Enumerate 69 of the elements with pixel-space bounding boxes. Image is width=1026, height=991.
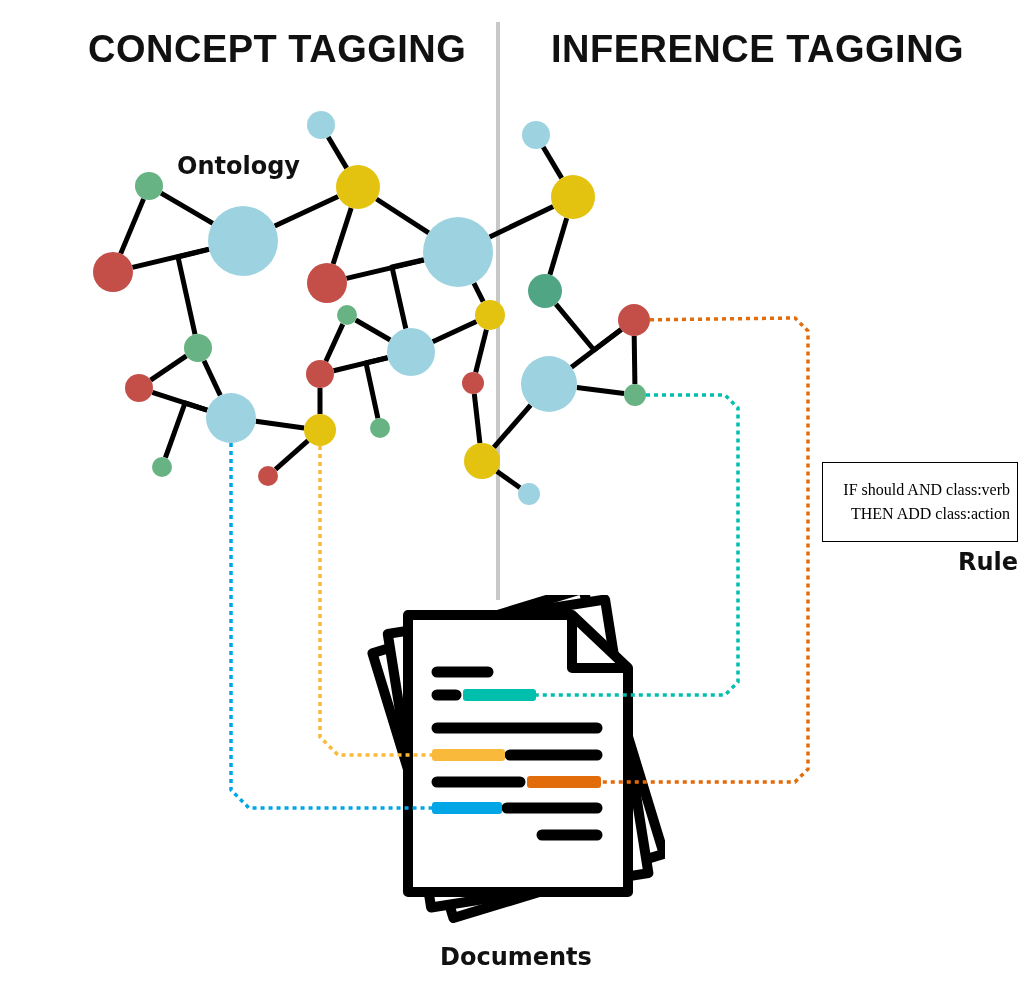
network-node [518, 483, 540, 505]
network-node [306, 360, 334, 388]
connector-line [201, 359, 223, 397]
highlight-bar [527, 776, 601, 788]
connector-line [473, 329, 489, 373]
dotted-connector [318, 446, 432, 757]
network-node [370, 418, 390, 438]
connector-line [631, 335, 638, 385]
network-node [184, 334, 212, 362]
connector-line [576, 385, 625, 397]
highlight-bar [432, 749, 505, 761]
connector-line [488, 204, 555, 240]
network-node [464, 443, 500, 479]
connector-line [491, 403, 533, 450]
dotted-connector [601, 316, 810, 784]
network-node [462, 372, 484, 394]
dotted-connector [229, 443, 432, 810]
network-node [307, 111, 335, 139]
network-node [475, 300, 505, 330]
highlight-bar [432, 802, 502, 814]
node-label: Rule [958, 548, 1019, 576]
connector-line [363, 355, 389, 419]
node-label: Documents [440, 943, 592, 971]
network-node [551, 175, 595, 219]
network-node [336, 165, 380, 209]
connector-line [354, 317, 392, 343]
network-node [125, 374, 153, 402]
network-node [304, 414, 336, 446]
connector-line [471, 393, 483, 444]
connector-line [118, 197, 146, 255]
connector-line [326, 135, 349, 170]
dotted-connector [536, 393, 740, 697]
ontology-label: Ontology [177, 152, 300, 180]
heading: CONCEPT TAGGING [88, 28, 467, 71]
network-node [528, 274, 562, 308]
connector-line [330, 207, 354, 265]
network-node [624, 384, 646, 406]
network-node [522, 121, 550, 149]
connector-line [323, 323, 346, 363]
rule-text: IF should AND class:verb THEN ADD class:action [842, 480, 1010, 524]
network-node [258, 466, 278, 486]
connector-line [495, 469, 522, 490]
network-node [423, 217, 493, 287]
connector-line [159, 190, 215, 226]
connector-line [541, 145, 564, 180]
network-node [206, 393, 256, 443]
connector-line [389, 257, 425, 330]
connector-line [569, 327, 623, 370]
connector-line [163, 400, 208, 459]
network-node [135, 172, 163, 200]
connector-line [273, 194, 340, 229]
heading: INFERENCE TAGGING [551, 28, 965, 71]
connector-line [255, 418, 305, 431]
network-node [521, 356, 577, 412]
network-node [337, 305, 357, 325]
network-node [152, 457, 172, 477]
network-node [387, 328, 435, 376]
connector-line [547, 217, 570, 276]
connector-line [375, 196, 431, 235]
connector-line [149, 353, 188, 383]
connector-line [431, 319, 478, 345]
connector-line [471, 282, 486, 303]
connector-line [273, 438, 310, 472]
network-node [307, 263, 347, 303]
network-node [618, 304, 650, 336]
connector-line [175, 246, 210, 335]
highlight-bar [463, 689, 536, 701]
network-node [93, 252, 133, 292]
connector-line [317, 388, 323, 414]
